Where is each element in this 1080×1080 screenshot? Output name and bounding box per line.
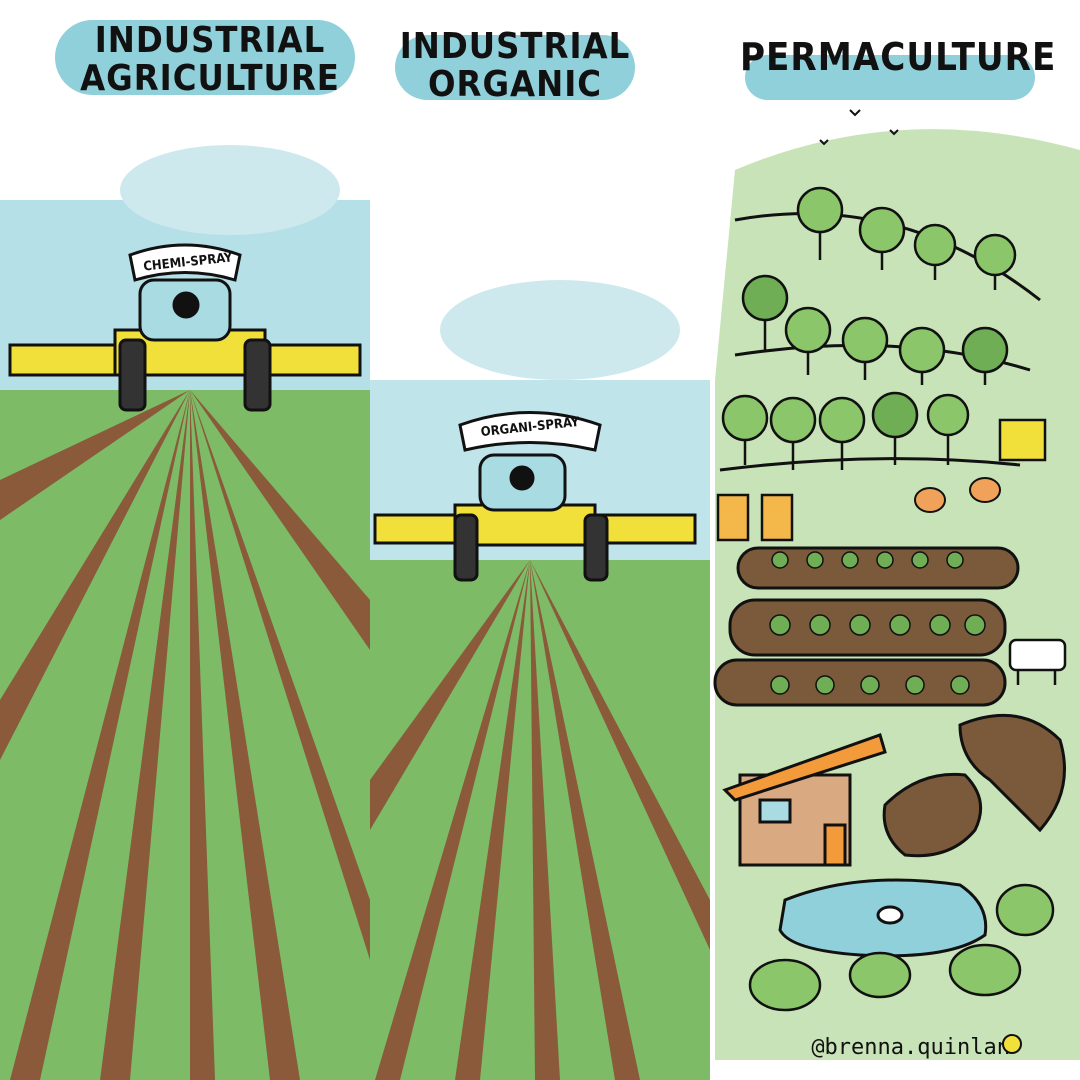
tree	[796, 186, 844, 260]
tree	[926, 393, 970, 465]
title-highlight-organic	[395, 35, 635, 100]
panel-title-industrial-agriculture: INDUSTRIAL AGRICULTURE	[60, 22, 360, 98]
birds	[819, 109, 899, 146]
tree	[741, 274, 789, 350]
artist-sun-icon	[1002, 1034, 1022, 1054]
keyhole-beds	[882, 713, 1066, 858]
tree	[784, 306, 832, 375]
tree	[769, 396, 817, 470]
panel-title-industrial-organic: INDUSTRIAL ORGANIC	[390, 28, 640, 104]
title-line: AGRICULTURE	[80, 57, 340, 99]
title-highlight-industrial	[55, 20, 355, 95]
industrial-sprayer-tractor	[8, 243, 362, 412]
tree	[913, 223, 957, 280]
organic-field	[370, 560, 710, 1080]
title-highlight-permaculture	[745, 55, 1035, 100]
title-line: INDUSTRIAL	[94, 20, 326, 61]
tree	[841, 316, 889, 380]
house	[722, 733, 887, 867]
chicken-coop	[998, 418, 1047, 462]
beehives	[716, 493, 794, 542]
pond	[778, 878, 988, 958]
bushes	[748, 883, 1055, 1012]
tree	[721, 394, 769, 465]
goat	[1008, 638, 1067, 685]
tree	[973, 233, 1017, 290]
tree	[818, 396, 866, 470]
tree	[858, 206, 906, 270]
chickens	[914, 477, 1001, 513]
artist-credit: @brenna.quinlan	[811, 1035, 1010, 1060]
title-line: PERMACULTURE	[740, 35, 1057, 79]
organic-sprayer-tractor	[373, 411, 697, 582]
panel-title-permaculture: PERMACULTURE	[740, 35, 1057, 79]
title-line: ORGANIC	[427, 63, 603, 105]
vegetable-plants	[769, 551, 986, 695]
title-line: INDUSTRIAL	[399, 26, 631, 67]
tree	[898, 326, 946, 385]
tree	[871, 391, 919, 465]
industrial-field	[0, 390, 370, 1080]
tree	[961, 326, 1009, 385]
orchard-trees	[721, 186, 1017, 470]
